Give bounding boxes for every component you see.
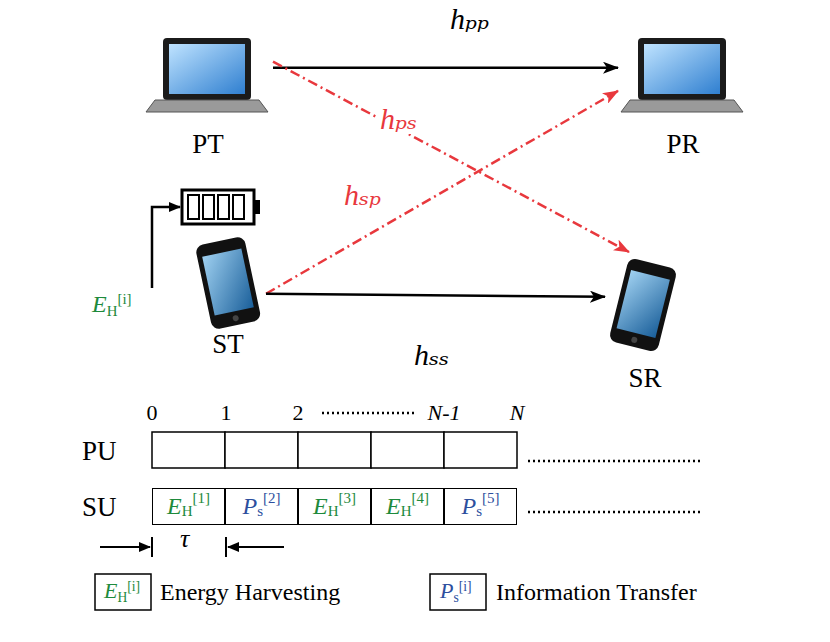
channel-label: hₛₛ — [412, 340, 451, 370]
device-node: ST — [190, 232, 266, 358]
subscript: H — [401, 503, 412, 520]
superscript: [i] — [459, 579, 472, 594]
tick-number: N-1 — [428, 402, 461, 424]
tick-number: N — [510, 402, 525, 424]
device-label: ST — [212, 331, 244, 358]
subscript: s — [453, 590, 458, 605]
symbol-group: EH[i] — [104, 580, 140, 602]
device-node: PT — [143, 36, 273, 158]
tick-number: 0 — [147, 402, 158, 424]
symbol: P — [242, 493, 257, 520]
channel-label: hₛₚ — [342, 180, 383, 210]
superscript: [i] — [117, 291, 131, 307]
symbol-group: EH[i] — [92, 292, 131, 316]
superscript: [3] — [339, 490, 357, 507]
harvest-arrow — [152, 207, 180, 288]
superscript: [2] — [263, 490, 281, 507]
subscript: H — [182, 503, 193, 520]
interference-link — [273, 62, 629, 252]
device-label: PT — [192, 131, 224, 158]
time-slot: Ps[2] — [225, 488, 298, 525]
superscript: [1] — [193, 490, 211, 507]
row-label: SU — [82, 494, 117, 521]
device-node: SR — [605, 252, 685, 392]
device-label: SR — [628, 365, 661, 392]
battery-icon — [182, 190, 260, 224]
subscript: H — [117, 590, 127, 605]
symbol: E — [313, 493, 328, 520]
channel-link — [266, 294, 605, 297]
legend-sample — [95, 574, 151, 610]
subscript: s — [257, 503, 263, 520]
symbol: P — [461, 493, 476, 520]
duration-label: τ — [180, 526, 189, 552]
time-slots — [152, 432, 517, 468]
legend-text: Information Transfer — [496, 580, 697, 604]
symbol: P — [440, 578, 453, 603]
duration-marker — [100, 537, 284, 557]
symbol: E — [104, 578, 117, 603]
channel-link — [273, 66, 618, 69]
symbol: E — [386, 493, 401, 520]
subscript: H — [107, 303, 118, 319]
symbol-group: Ps[i] — [440, 580, 472, 602]
legend-sample — [430, 574, 486, 610]
channel-label: hₚₚ — [448, 4, 491, 34]
channel-label: hₚₛ — [378, 104, 419, 134]
time-slot: EH[1] — [152, 488, 225, 525]
phone-icon — [195, 236, 262, 331]
symbol: E — [92, 291, 107, 317]
time-slot: EH[3] — [298, 488, 371, 525]
device-label: PR — [666, 131, 699, 158]
symbol: E — [167, 493, 182, 520]
device-node: PR — [618, 36, 748, 158]
subscript: s — [476, 503, 482, 520]
phone-icon — [608, 257, 677, 353]
row-label: PU — [82, 438, 117, 465]
legend-text: Energy Harvesting — [160, 580, 340, 604]
tick-number: 1 — [221, 402, 232, 424]
time-slot: Ps[5] — [444, 488, 517, 525]
superscript: [5] — [482, 490, 500, 507]
time-slot: EH[4] — [371, 488, 444, 525]
superscript: [4] — [412, 490, 430, 507]
laptop-icon — [621, 38, 743, 112]
interference-link — [266, 91, 618, 294]
subscript: H — [328, 503, 339, 520]
laptop-icon — [146, 38, 268, 112]
superscript: [i] — [127, 579, 140, 594]
tick-number: 2 — [293, 402, 304, 424]
